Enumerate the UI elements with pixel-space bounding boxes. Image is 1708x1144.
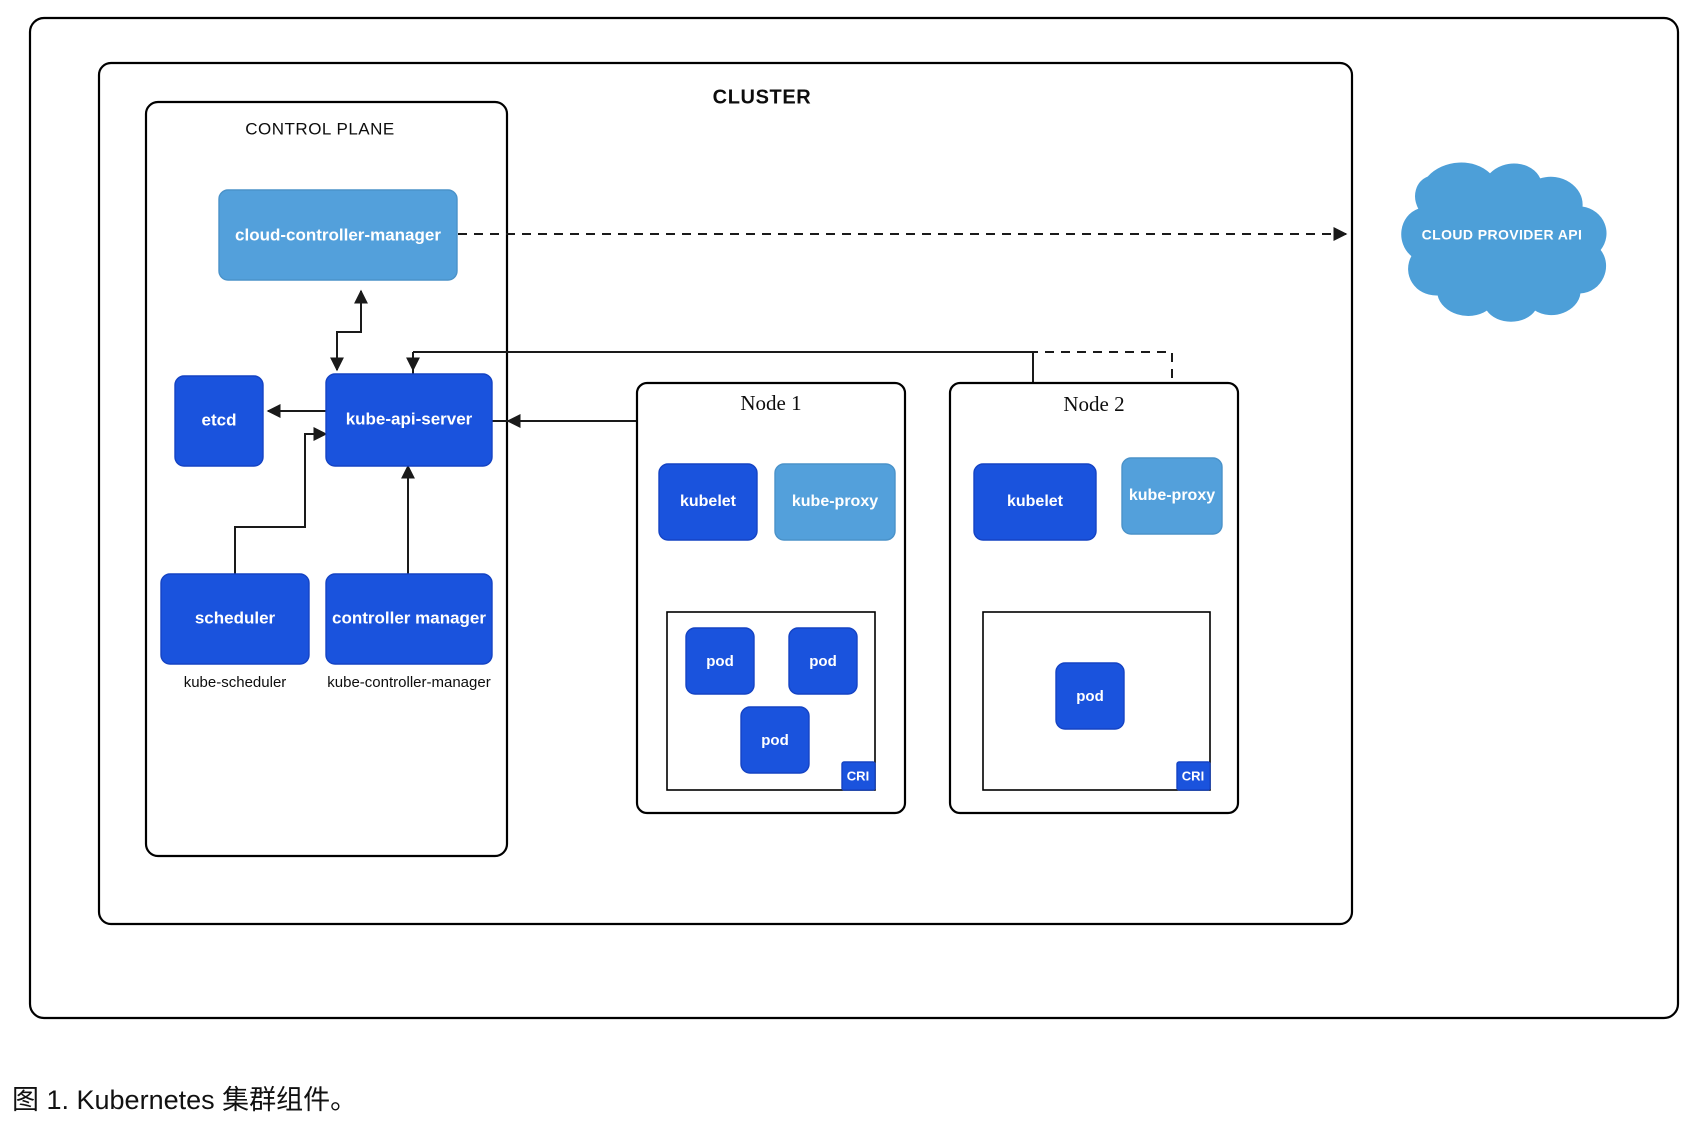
control-plane-title: CONTROL PLANE — [245, 119, 394, 138]
node-1-kubelet-label: kubelet — [680, 493, 737, 510]
node-1-pod-3-label: pod — [761, 732, 789, 749]
component-controller-manager[interactable] — [325, 573, 493, 665]
node-2-pod-1[interactable] — [1055, 662, 1125, 730]
cloud-provider-api[interactable]: CLOUD PROVIDER API — [1401, 162, 1607, 322]
component-kube-api-server[interactable] — [325, 373, 493, 467]
component-etcd-label: etcd — [202, 410, 237, 429]
node-1-pod-3[interactable] — [740, 706, 810, 774]
control-plane-frame — [144, 100, 509, 858]
node-1-pod-1[interactable] — [685, 627, 755, 695]
node-2-kubelet[interactable] — [973, 463, 1097, 541]
node-2-kube-proxy[interactable] — [1121, 457, 1223, 535]
node-1-cri-badge — [841, 761, 876, 791]
cloud-provider-api-label: CLOUD PROVIDER API — [1422, 227, 1583, 243]
component-cloud-controller-manager[interactable] — [218, 189, 458, 281]
component-kube-api-server-label: kube-api-server — [346, 409, 473, 428]
node-2-cri-badge-label: CRI — [1182, 768, 1204, 783]
node-2-title: Node 2 — [1063, 392, 1124, 416]
node-1-pod-1-label: pod — [706, 653, 734, 670]
node-1-kube-proxy[interactable] — [774, 463, 896, 541]
node-1-cri-badge-label: CRI — [847, 768, 869, 783]
component-scheduler[interactable] — [160, 573, 310, 665]
node-1-pod-2[interactable] — [788, 627, 858, 695]
component-scheduler-sublabel: kube-scheduler — [184, 674, 287, 691]
figure-caption: 图 1. Kubernetes 集群组件。 — [12, 1085, 358, 1115]
node-2-kube-proxy-label: kube-proxy — [1129, 487, 1215, 504]
connector-scheduler-to-apiserver — [234, 427, 328, 575]
node-1-pod-2-label: pod — [809, 653, 837, 670]
node-2-pod-1-label: pod — [1076, 688, 1104, 705]
component-scheduler-label: scheduler — [195, 608, 276, 627]
node-1-kube-proxy-label: kube-proxy — [792, 493, 878, 510]
connector-apiserver-to-ccm — [330, 291, 362, 372]
node-1-kubelet[interactable] — [658, 463, 758, 541]
node-1-title: Node 1 — [740, 391, 801, 415]
cloud-icon — [1401, 162, 1607, 322]
node-2-cri-badge — [1176, 761, 1211, 791]
cluster-title: CLUSTER — [713, 86, 812, 108]
component-cloud-controller-manager-label: cloud-controller-manager — [235, 225, 441, 244]
component-controller-manager-label: controller manager — [332, 608, 486, 627]
node-2-kubelet-label: kubelet — [1007, 493, 1064, 510]
component-etcd[interactable] — [174, 375, 264, 467]
connector-node1-kubeproxy-to-apiserver — [506, 414, 836, 464]
component-controller-manager-sublabel: kube-controller-manager — [327, 674, 490, 691]
